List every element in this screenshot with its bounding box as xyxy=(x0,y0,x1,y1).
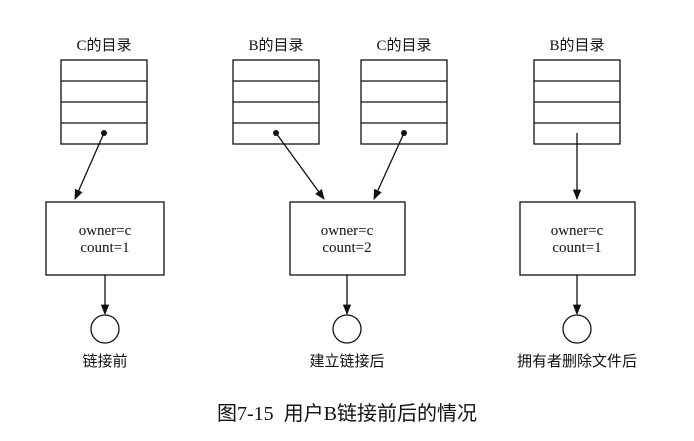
file-node xyxy=(562,314,592,344)
inode-count: count=1 xyxy=(552,240,601,256)
inode-owner: owner=c xyxy=(551,223,604,239)
directory-table-c-2 xyxy=(360,59,448,145)
file-node xyxy=(332,314,362,344)
directory-table-b-2 xyxy=(232,59,320,145)
directory-label-c-2: C的目录 xyxy=(376,37,431,54)
directory-label-b-3: B的目录 xyxy=(549,37,604,54)
directory-table-b-3 xyxy=(533,59,621,145)
inode-box-3: owner=c count=1 xyxy=(519,201,636,276)
figure-caption: 图7-15 用户B链接前后的情况 xyxy=(217,402,477,425)
inode-owner: owner=c xyxy=(321,223,374,239)
directory-table-c-1 xyxy=(60,59,148,145)
directory-label-c-1: C的目录 xyxy=(76,37,131,54)
inode-owner: owner=c xyxy=(79,223,132,239)
state-label-after-link: 建立链接后 xyxy=(309,353,384,370)
inode-count: count=2 xyxy=(322,240,371,256)
pointer-arrow xyxy=(373,132,405,200)
pointer-arrow xyxy=(74,132,105,200)
inode-box-1: owner=c count=1 xyxy=(45,201,165,276)
file-node xyxy=(90,314,120,344)
state-label-after-delete: 拥有者删除文件后 xyxy=(517,353,637,370)
inode-box-2: owner=c count=2 xyxy=(289,201,406,276)
directory-label-b-2: B的目录 xyxy=(248,37,303,54)
inode-count: count=1 xyxy=(80,240,129,256)
pointer-arrow xyxy=(275,132,325,200)
state-label-before-link: 链接前 xyxy=(82,353,127,370)
